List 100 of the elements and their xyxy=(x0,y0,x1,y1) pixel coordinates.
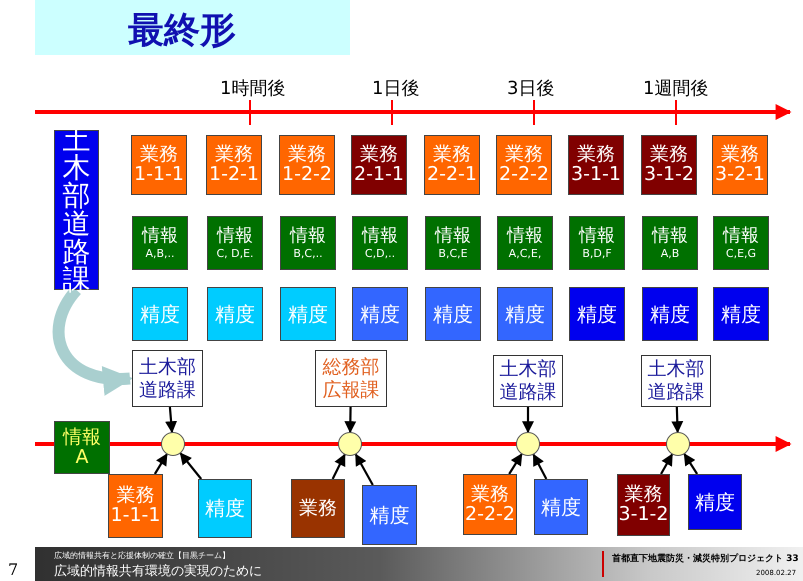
project-name: 首都直下地震防災・減災特別プロジェクト 33 xyxy=(612,552,799,565)
accuracy-box xyxy=(713,287,769,341)
box-label: 精度 xyxy=(505,304,545,324)
task-box xyxy=(463,474,517,535)
footer-subtitle: 広域的情報共有と応援体制の確立【目黒チーム】 xyxy=(54,550,230,561)
info-box xyxy=(207,216,263,270)
box-label: 業務 xyxy=(299,498,337,518)
box-label: 業務 xyxy=(360,145,398,165)
box-label: 精度 xyxy=(205,498,245,519)
accuracy-box xyxy=(352,287,408,341)
box-label: B,C,.. xyxy=(293,248,323,260)
arrow xyxy=(332,454,346,480)
page-number: 7 xyxy=(8,560,18,579)
box-label: 1-2-2 xyxy=(282,165,332,185)
box-label: 1-1-1 xyxy=(110,506,160,526)
info-box xyxy=(642,216,698,270)
box-label: 情報 xyxy=(142,226,178,246)
box-label: 情報 xyxy=(507,226,543,246)
accuracy-box xyxy=(207,287,263,341)
arrow xyxy=(354,453,374,486)
box-label: C, D,E. xyxy=(216,248,254,260)
box-label: 業務 xyxy=(116,486,154,506)
department-box xyxy=(641,355,711,407)
box-label: 精度 xyxy=(721,304,761,324)
arrow xyxy=(508,453,523,475)
box-label: 情報 xyxy=(579,226,615,246)
box-label: B,D,F xyxy=(582,248,612,260)
accuracy-box xyxy=(425,287,481,341)
box-label: 業務 xyxy=(215,145,253,165)
task-box xyxy=(108,474,163,538)
task-box xyxy=(131,135,187,195)
task-box xyxy=(279,135,335,195)
box-label: 2-2-1 xyxy=(427,165,477,185)
task-box xyxy=(291,479,345,538)
arrow xyxy=(684,453,698,475)
time-label: 1週間後 xyxy=(643,77,708,100)
box-label: 精度 xyxy=(215,304,255,324)
box-label: 精度 xyxy=(541,496,581,518)
accuracy-box xyxy=(132,287,188,341)
box-label: 2-2-2 xyxy=(499,165,549,185)
box-label: 1-2-1 xyxy=(209,165,259,185)
arrow xyxy=(165,406,178,434)
info-box xyxy=(54,421,110,474)
info-box xyxy=(713,216,769,270)
arrow xyxy=(180,452,202,480)
junction-circle xyxy=(666,432,690,456)
time-label: 1時間後 xyxy=(220,77,286,100)
info-box xyxy=(132,216,188,270)
accuracy-box xyxy=(688,474,742,530)
footer-title: 広域的情報共有環境の実現のために xyxy=(54,563,262,580)
box-label: 3-2-1 xyxy=(715,165,765,185)
box-label: C,E,G xyxy=(726,248,756,260)
box-label: 情報 xyxy=(435,226,471,246)
time-label: 3日後 xyxy=(507,77,554,100)
box-label: 業務 xyxy=(471,484,509,504)
task-box xyxy=(351,135,407,195)
box-label: 業務 xyxy=(433,145,471,165)
arrow xyxy=(522,407,534,434)
info-box xyxy=(280,216,336,270)
department-box xyxy=(132,350,203,407)
accuracy-box xyxy=(569,287,625,341)
box-label: B,C,E xyxy=(438,248,468,260)
box-label: 精度 xyxy=(360,304,400,324)
box-label: 精度 xyxy=(433,304,473,324)
box-label: 情報 xyxy=(217,226,253,246)
box-label: 1-1-1 xyxy=(134,165,184,185)
box-label: 業務 xyxy=(577,145,615,165)
task-box xyxy=(424,135,480,195)
task-box xyxy=(568,135,624,195)
department-box xyxy=(493,355,563,407)
accuracy-box xyxy=(280,287,336,341)
junction-circle xyxy=(516,432,540,456)
info-box xyxy=(352,216,408,270)
box-label: 業務 xyxy=(505,145,543,165)
department-box xyxy=(315,350,387,407)
accuracy-box xyxy=(497,287,553,341)
box-label: 業務 xyxy=(624,485,662,505)
time-label: 1日後 xyxy=(372,77,420,100)
arrow xyxy=(344,406,356,434)
box-label: 精度 xyxy=(577,304,617,324)
task-box xyxy=(712,135,768,195)
box-label: 業務 xyxy=(721,145,759,165)
box-label: 土木部道路課 xyxy=(498,358,558,404)
box-label: 情報 xyxy=(652,226,688,246)
box-label: A xyxy=(76,448,88,468)
info-box xyxy=(497,216,553,270)
info-box xyxy=(425,216,481,270)
box-label: 2-2-2 xyxy=(465,504,515,524)
box-label: A,B xyxy=(660,248,680,260)
arrow xyxy=(660,453,674,475)
box-label: 精度 xyxy=(370,504,410,526)
box-label: 総務部広報課 xyxy=(322,356,380,402)
accuracy-box xyxy=(362,485,417,545)
task-box xyxy=(206,135,262,195)
box-label: C,D,.. xyxy=(364,248,396,260)
box-label: 精度 xyxy=(288,304,328,324)
arrow xyxy=(671,406,684,434)
box-label: 2-1-1 xyxy=(354,165,404,185)
title: 最終形 xyxy=(128,9,236,53)
box-label: 3-1-2 xyxy=(618,505,668,525)
